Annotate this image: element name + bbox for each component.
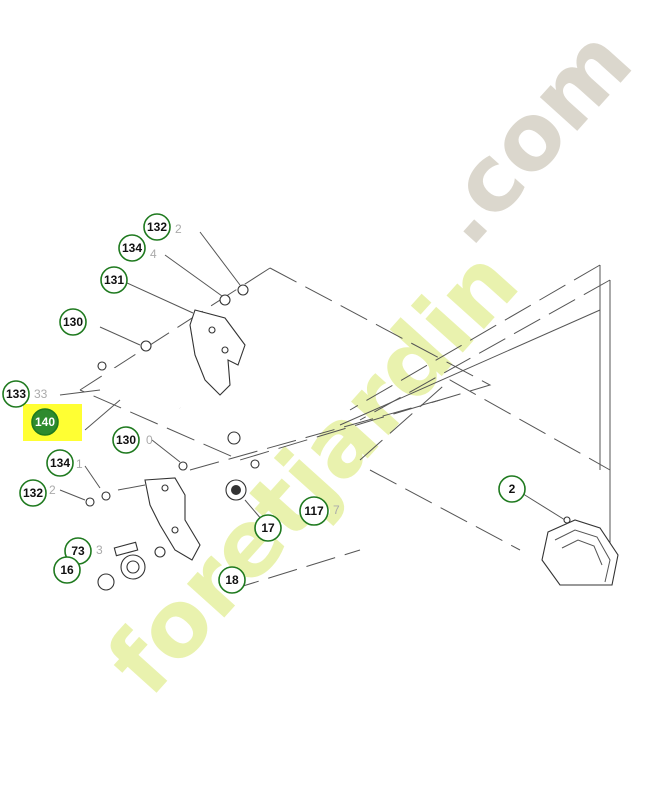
callout-117[interactable]: 117 [299,496,329,526]
lower-bracket-assembly [97,477,247,591]
watermark-text-foretjardin: foretjardin [87,229,539,714]
callout-130-lower[interactable]: 130 [112,426,140,454]
callout-17[interactable]: 17 [254,514,282,542]
ghost-label: 1 [76,457,83,471]
callout-16[interactable]: 16 [53,556,81,584]
drive-sprocket [541,516,619,586]
ghost-label: 3 [96,543,103,557]
callout-2[interactable]: 2 [498,475,526,503]
callout-132[interactable]: 132 [143,213,171,241]
callout-label: 133 [6,387,26,401]
callout-140[interactable]: 140 [31,408,59,436]
callout-label: 131 [104,273,124,287]
upper-bracket [189,309,246,396]
ghost-label: 33 [34,387,48,401]
watermark: foretjardin .com [87,8,652,714]
ghost-label: 7 [333,503,340,517]
callout-label: 73 [71,544,85,558]
callout-label: 130 [63,315,83,329]
callout-label: 117 [304,504,324,518]
callout-label: 16 [60,563,74,577]
fasteners [59,231,566,528]
ghost-label: 0 [146,433,153,447]
gas-strut [97,361,241,445]
ghost-label: 2 [175,222,182,236]
callout-132-lower[interactable]: 132 [19,479,47,507]
callout-label: 132 [147,220,167,234]
callout-label: 134 [122,241,142,255]
callout-134[interactable]: 134 [118,234,146,262]
callout-label: 140 [35,415,55,429]
callout-131[interactable]: 131 [100,266,128,294]
callout-label: 17 [261,521,275,535]
callout-label: 130 [116,433,136,447]
callout-label: 132 [23,486,43,500]
callout-133[interactable]: 133 [2,380,30,408]
callout-18[interactable]: 18 [218,566,246,594]
ghost-label: 4 [150,247,157,261]
ghost-label: 2 [49,483,56,497]
callout-130[interactable]: 130 [59,308,87,336]
watermark-text-com: .com [407,8,652,264]
ghost-labels: 2 4 33 0 1 2 3 7 [34,222,340,557]
callout-label: 134 [50,456,70,470]
callout-label: 2 [509,482,516,496]
callout-label: 18 [225,573,239,587]
callout-134-lower[interactable]: 134 [46,449,74,477]
